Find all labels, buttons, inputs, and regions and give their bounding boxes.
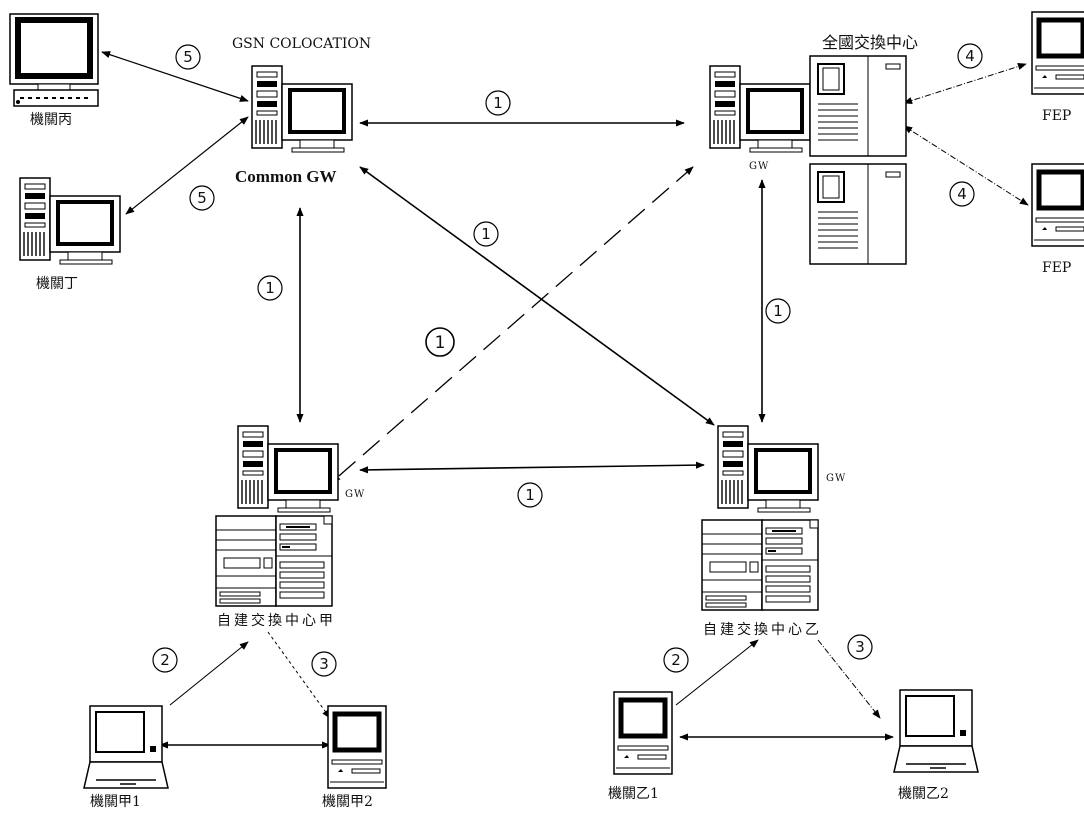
gw-center-b-label: GW <box>826 473 846 484</box>
svg-text:4: 4 <box>957 185 967 203</box>
agency-b2-label: 機關乙2 <box>898 786 949 802</box>
svg-text:2: 2 <box>160 651 170 669</box>
svg-text:2: 2 <box>671 651 681 669</box>
marker-1-common-national: 1 <box>486 91 510 115</box>
center-b-gw-workstation-icon <box>718 426 818 512</box>
marker-5-bing: 5 <box>176 45 200 69</box>
center-b-label: 自建交換中心乙 <box>703 621 822 638</box>
link-common-gw-agency-bing <box>102 52 248 101</box>
svg-text:1: 1 <box>265 279 275 297</box>
common-gw-workstation-icon <box>252 66 352 152</box>
center-b-server-icon <box>702 520 818 610</box>
marker-1-center-a-center-b: 1 <box>518 483 542 507</box>
fep-top-mac-icon <box>1032 12 1084 94</box>
svg-text:1: 1 <box>525 486 535 504</box>
gw-national-label: GW <box>749 161 769 172</box>
marker-2-a1: 2 <box>153 648 177 672</box>
gw-center-a-label: GW <box>345 489 365 500</box>
svg-text:3: 3 <box>319 655 329 673</box>
link-national-gw-center-a-dashed <box>332 167 693 482</box>
link-b1-center-b <box>676 640 758 705</box>
svg-text:1: 1 <box>435 333 446 353</box>
link-common-gw-center-b <box>360 167 714 425</box>
agency-ding-workstation-icon <box>20 178 120 264</box>
gsn-colocation-label: GSN COLOCATION <box>232 36 371 52</box>
agency-a2-label: 機關甲2 <box>322 794 373 810</box>
national-center-cabinet-icon <box>810 56 906 156</box>
national-gw-workstation-icon <box>710 66 810 152</box>
svg-text:3: 3 <box>855 638 865 656</box>
marker-1-common-center-a: 1 <box>258 276 282 300</box>
fep-bottom-mac-icon <box>1032 164 1084 246</box>
common-gw-label: Common GW <box>235 167 337 186</box>
link-national-fep-top <box>904 64 1026 103</box>
marker-2-b1: 2 <box>664 648 688 672</box>
agency-bing-label: 機關丙 <box>30 112 72 128</box>
link-a1-center-a <box>170 642 248 705</box>
national-center-label: 全國交換中心 <box>822 33 918 52</box>
svg-text:1: 1 <box>481 225 491 243</box>
marker-4-fep-top: 4 <box>958 44 982 68</box>
center-a-gw-workstation-icon <box>238 426 338 512</box>
agency-b2-laptop-icon <box>894 690 978 772</box>
marker-5-ding: 5 <box>190 186 214 210</box>
agency-a2-mac-icon <box>328 706 386 788</box>
svg-text:5: 5 <box>197 189 207 207</box>
link-center-a-center-b <box>360 465 704 470</box>
marker-1-common-center-b: 1 <box>474 222 498 246</box>
marker-3-b2: 3 <box>848 635 872 659</box>
svg-text:4: 4 <box>965 47 975 65</box>
marker-4-fep-bottom: 4 <box>950 182 974 206</box>
marker-3-a2: 3 <box>312 652 336 676</box>
agency-bing-terminal-icon <box>10 14 98 106</box>
center-a-server-icon <box>216 516 332 606</box>
agency-b1-label: 機關乙1 <box>608 786 659 802</box>
marker-1-national-center-a: 1 <box>426 328 454 356</box>
agency-ding-label: 機關丁 <box>36 276 78 292</box>
agency-a1-laptop-icon <box>84 706 168 788</box>
svg-text:1: 1 <box>493 94 503 112</box>
link-common-gw-agency-ding <box>126 117 248 214</box>
national-center-cabinet-2-icon <box>810 164 906 264</box>
fep-bottom-label: FEP <box>1042 260 1071 276</box>
svg-text:1: 1 <box>773 302 783 320</box>
agency-b1-mac-icon <box>614 692 672 774</box>
svg-text:5: 5 <box>183 48 193 66</box>
agency-a1-label: 機關甲1 <box>90 794 141 810</box>
center-a-label: 自建交換中心甲 <box>217 612 336 629</box>
fep-top-label: FEP <box>1042 108 1071 124</box>
marker-1-national-center-b: 1 <box>766 299 790 323</box>
